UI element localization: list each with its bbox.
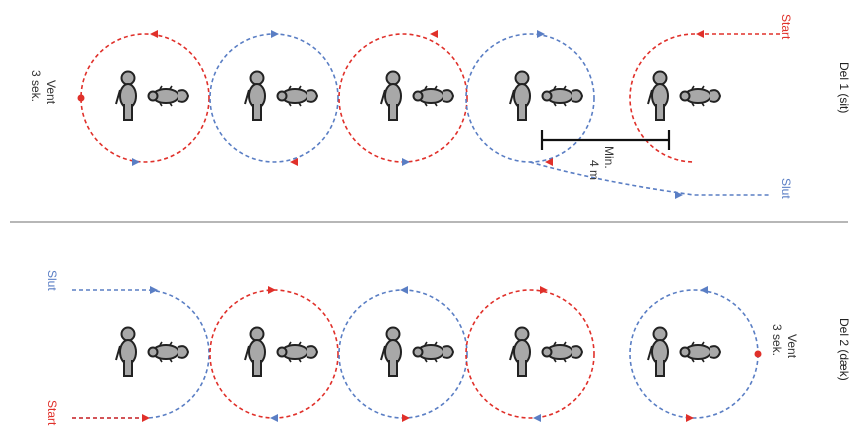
part1-start-label: Start [779,14,793,40]
person-icon [244,70,266,121]
distance-marker: Min. 4 m [540,130,671,180]
person-icon [647,326,669,377]
dog-icon [541,341,583,363]
part1-station-1 [115,70,189,121]
part1-title: Del 1 (sit) [837,62,851,113]
part2-station-2 [244,326,318,377]
part2-station-5 [647,326,721,377]
dog-icon [679,341,721,363]
part2-title: Del 2 (dæk) [837,318,851,381]
dog-icon [147,341,189,363]
part2-start-label: Start [45,400,59,426]
part2-wait-label-line2: 3 sek. [770,324,784,356]
part1-end-path [529,161,770,196]
part2-station-3 [380,326,454,377]
dog-icon [276,341,318,363]
person-icon [509,326,531,377]
dog-icon [412,85,454,107]
part1-course: Min. 4 m Start Slut Vent 3 sek. Del 1 (s… [29,14,851,199]
part2-end-label: Slut [45,270,59,291]
dog-icon [541,85,583,107]
part1-station-4 [509,70,583,121]
part1-wait-label-line2: 3 sek. [29,70,43,102]
part1-loop-1 [80,33,210,163]
person-icon [380,70,402,121]
person-icon [244,326,266,377]
person-icon [380,326,402,377]
person-icon [115,326,137,377]
part1-wait-point [77,94,85,102]
part1-station-3 [380,70,454,121]
distance-label-line2: 4 m [587,160,601,180]
part1-end-label: Slut [779,178,793,199]
person-icon [647,70,669,121]
part2-wait-label-line1: Vent [785,334,799,359]
part2-station-1 [115,326,189,377]
person-icon [509,70,531,121]
dog-icon [147,85,189,107]
part1-station-2 [244,70,318,121]
part2-loop-2 [209,289,339,419]
part2-wait-point [754,350,762,358]
part1-wait-label-line1: Vent [44,80,58,105]
part1-loop-2 [209,33,339,163]
part2-station-4 [509,326,583,377]
person-icon [115,70,137,121]
dog-icon [276,85,318,107]
part2-loop-1 [72,289,210,419]
part2-course: Slut Start Vent 3 sek. Del 2 (dæk) [45,270,851,426]
part1-start-path [629,33,723,163]
part2-loop-4 [465,289,595,419]
dog-icon [679,85,721,107]
dog-icon [412,341,454,363]
distance-label-line1: Min. [602,146,616,169]
part1-station-5 [647,70,721,121]
